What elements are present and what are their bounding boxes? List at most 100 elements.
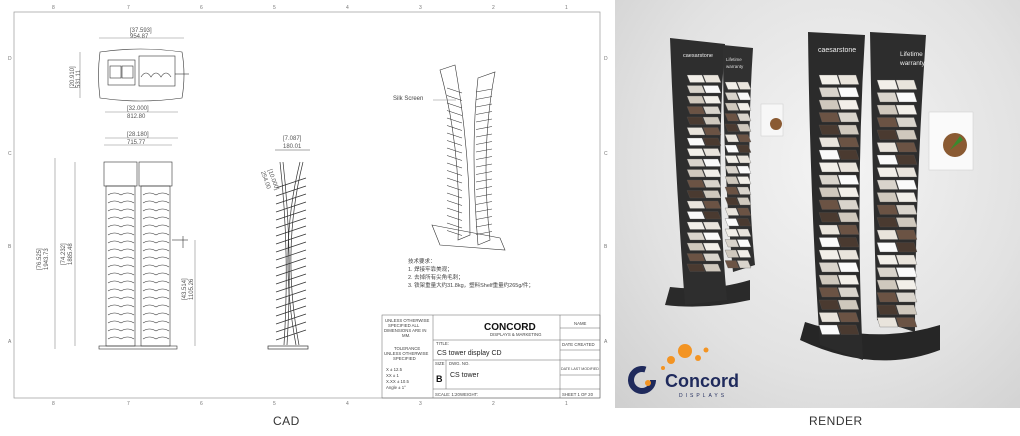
shelf-slot <box>155 312 170 316</box>
logo-name: Concord <box>665 371 739 391</box>
sample-tile <box>895 229 918 240</box>
sample-tile <box>686 158 706 167</box>
svg-text:DISPLAYS & MARKETING: DISPLAYS & MARKETING <box>490 332 542 337</box>
sample-tile <box>876 192 899 203</box>
sample-tile <box>686 85 706 94</box>
shelf-bar <box>446 170 463 176</box>
sample-tile <box>837 87 860 98</box>
zone-label: D <box>604 56 608 62</box>
sample-tile <box>724 165 740 174</box>
shelf-bar <box>275 305 307 317</box>
shelf-slot <box>155 200 170 204</box>
sample-tile <box>736 134 752 143</box>
sample-tile <box>818 287 841 298</box>
svg-text:X.XX ± 10.5: X.XX ± 10.5 <box>386 379 410 384</box>
sample-tile <box>895 117 918 128</box>
shelf-bar <box>446 102 463 109</box>
brand-panel-text: caesarstone <box>683 53 713 59</box>
shelf-slot <box>155 280 170 284</box>
logo-subtitle: DISPLAYS <box>679 393 727 399</box>
shelf-bar <box>275 265 307 277</box>
sample-tile <box>724 207 740 216</box>
sample-tile <box>702 116 722 125</box>
dimension-label: 180.01 <box>283 144 302 150</box>
shelf-bar <box>275 201 307 213</box>
shelf-bar <box>446 147 463 154</box>
zone-label: D <box>8 56 12 62</box>
zone-label: 4 <box>346 401 349 407</box>
shelf-slot <box>120 264 135 268</box>
zone-label: 6 <box>200 5 203 11</box>
drawing-title: CS tower display CD <box>437 350 502 357</box>
shelf-slot <box>142 232 157 236</box>
sample-tile <box>895 104 918 115</box>
svg-text:MM.: MM. <box>402 333 410 338</box>
sample-tile <box>876 154 899 165</box>
shelf-bar <box>446 110 463 116</box>
sample-tile <box>895 242 918 253</box>
sample-tile <box>876 104 899 115</box>
sample-tile <box>876 79 899 90</box>
shelf-slot <box>107 288 122 292</box>
svg-text:1. 焊接牢靠美观；: 1. 焊接牢靠美观； <box>408 265 453 273</box>
shelf-bar <box>475 103 493 108</box>
zone-label: 3 <box>419 401 422 407</box>
svg-text:TITLE:: TITLE: <box>436 341 449 346</box>
shelf-slot <box>155 240 170 244</box>
shelf-slot <box>155 272 170 276</box>
sample-tile <box>736 228 752 237</box>
shelf-bar <box>275 233 307 245</box>
sample-tile <box>686 95 706 104</box>
shelf-slot <box>107 328 122 332</box>
svg-text:DIMENSIONS ARE IN: DIMENSIONS ARE IN <box>384 328 427 333</box>
sample-tile <box>686 253 706 262</box>
dimension-label: [20.910] <box>70 66 76 88</box>
shelf-bar <box>275 249 307 261</box>
shelf-bar <box>446 125 463 131</box>
svg-text:Angle ± 1°: Angle ± 1° <box>386 385 406 390</box>
brand-panel-text: caesarstone <box>818 47 856 54</box>
shelf-bar <box>446 185 463 191</box>
svg-text:NAME: NAME <box>574 321 587 326</box>
zone-label: 8 <box>52 401 55 407</box>
sample-tile <box>736 239 752 248</box>
zone-label: 7 <box>127 5 130 11</box>
shelf-slot <box>142 328 157 332</box>
shelf-slot <box>142 264 157 268</box>
sample-tile <box>818 162 841 173</box>
sample-tile <box>724 144 740 153</box>
sample-tile <box>818 299 841 310</box>
top-view <box>79 37 189 139</box>
sample-tile <box>818 112 841 123</box>
zone-label: 3 <box>419 5 422 11</box>
sample-tile <box>837 324 860 335</box>
shelf-bar <box>275 313 307 325</box>
shelf-bar <box>446 192 463 199</box>
sample-tile <box>818 87 841 98</box>
shelf-slot <box>142 200 157 204</box>
shelf-slot <box>120 328 135 332</box>
svg-text:X ± 12.5: X ± 12.5 <box>386 367 403 372</box>
silk-screen-callout: Silk Screen <box>393 96 423 102</box>
sample-tile <box>724 123 740 132</box>
svg-text:WEIGHT:: WEIGHT: <box>460 392 478 397</box>
sample-tile <box>686 169 706 178</box>
shelf-bar <box>275 225 307 237</box>
shelf-bar <box>275 241 307 253</box>
sample-tile <box>724 218 740 227</box>
sample-tile <box>895 179 918 190</box>
sample-tile <box>702 221 722 230</box>
shelf-slot <box>142 288 157 292</box>
shelf-bar <box>446 132 463 139</box>
sample-tile <box>895 154 918 165</box>
shelf-bar <box>275 297 307 309</box>
sample-tile <box>876 129 899 140</box>
shelf-slot <box>120 288 135 292</box>
sample-tile <box>736 218 752 227</box>
dimension-label: [32.000] <box>127 106 149 112</box>
sample-tile <box>876 304 899 315</box>
sample-tile <box>724 249 740 258</box>
dimension-label: 1943.73 <box>44 248 50 270</box>
shelf-slot <box>142 312 157 316</box>
sample-tile <box>702 95 722 104</box>
